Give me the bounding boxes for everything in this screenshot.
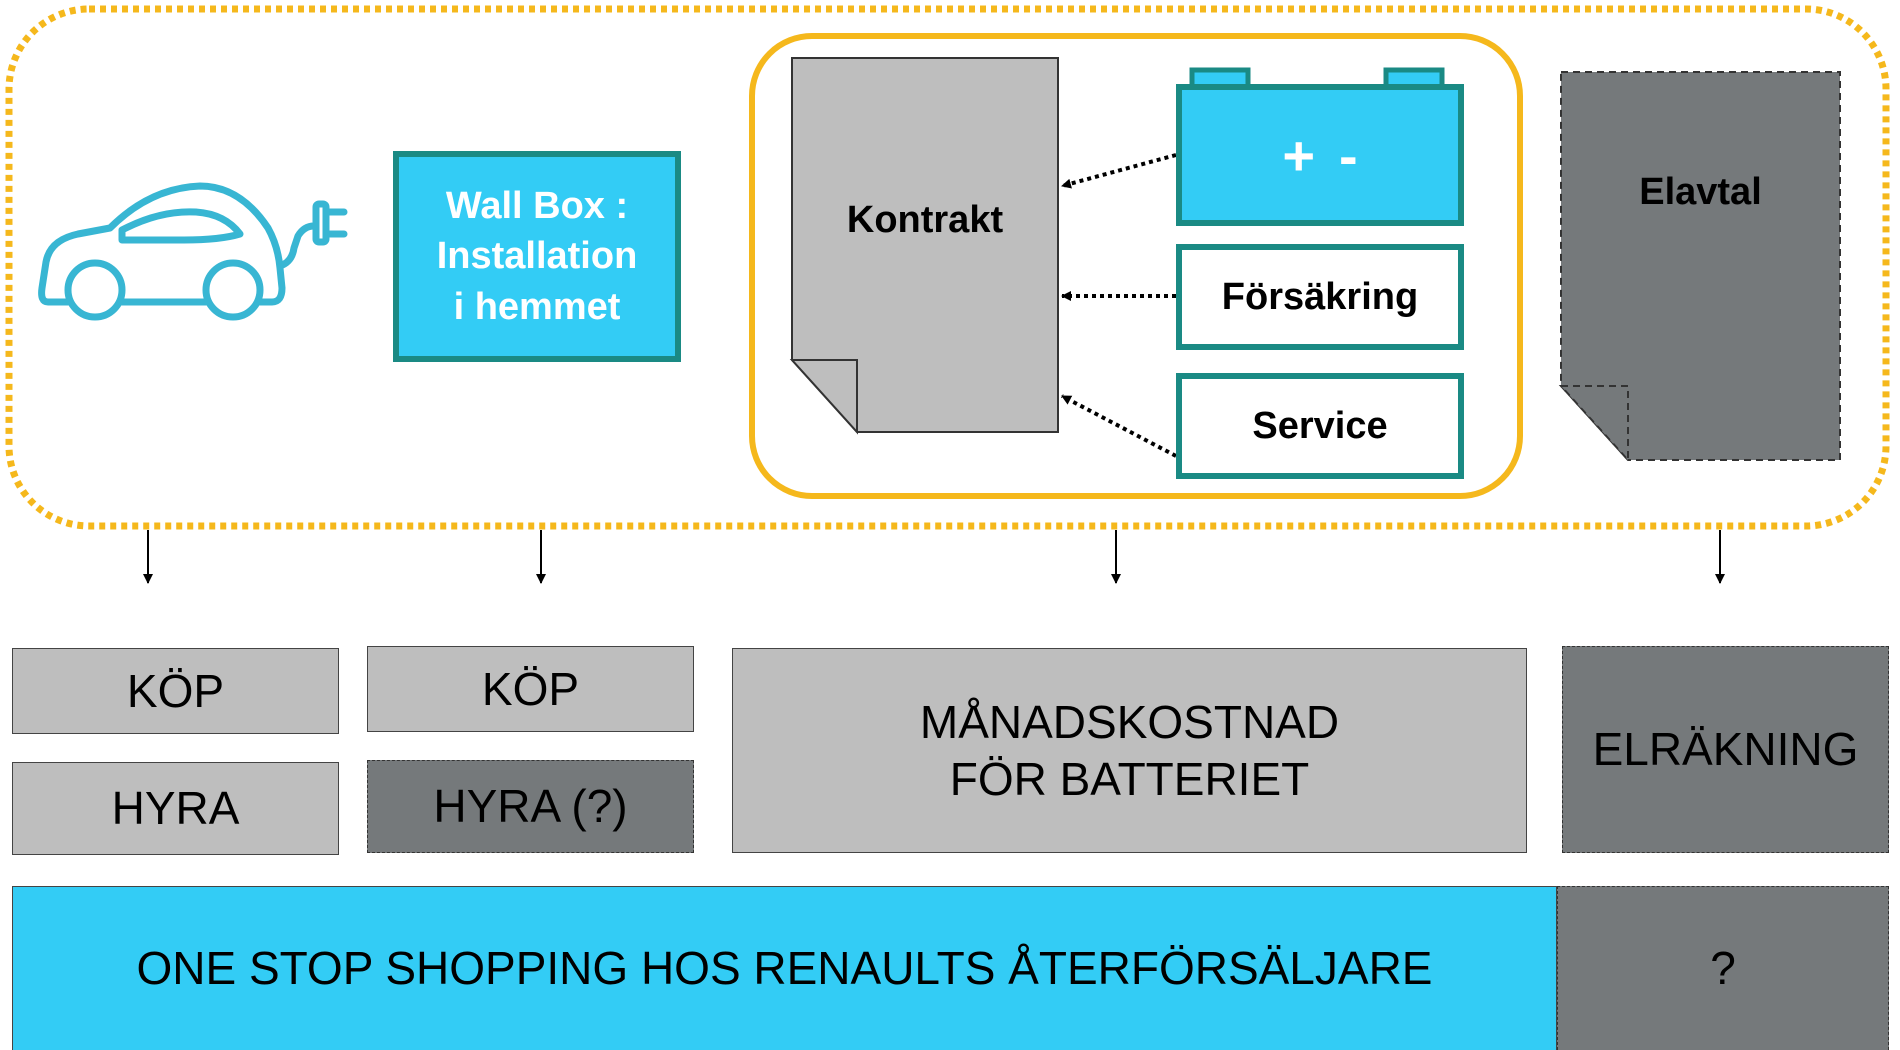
wallbox-hyra-box: HYRA (?) [367,760,694,853]
battery-icon: + - [1176,84,1464,226]
wallbox-box: Wall Box : Installation i hemmet [393,151,681,362]
car-hyra-box: HYRA [12,762,339,855]
wallbox-kop-box: KÖP [367,646,694,732]
kontrakt-fold [789,359,858,435]
elavtal-document [1560,71,1841,461]
elavtal-label: Elavtal [1639,170,1762,213]
arrow-battery-to-kontrakt [1061,153,1177,189]
car-kop-box: KÖP [12,648,339,734]
manadskostnad-box: MÅNADSKOSTNAD FÖR BATTERIET [732,648,1527,853]
wallbox-line2: Installation [436,235,638,278]
kontrakt-label: Kontrakt [846,198,1004,241]
battery-plus: + [1282,123,1316,187]
elrakning-box: ELRÄKNING [1562,646,1889,853]
outer-dotted-outline [5,5,1890,530]
elavtal-fold [1558,385,1629,463]
forsakring-box: Försäkring [1176,244,1464,350]
manadskostnad-line2: FÖR BATTERIET [949,752,1310,805]
electric-car-plug-icon [38,182,348,321]
arrow-service-to-kontrakt [1061,394,1177,458]
kontrakt-document [791,57,1059,433]
unknown-provider-box: ? [1557,886,1889,1050]
manadskostnad-line1: MÅNADSKOSTNAD [919,696,1340,749]
inner-package-outline [749,33,1523,499]
service-box: Service [1176,373,1464,479]
battery-minus: - [1339,123,1358,187]
one-stop-shopping-bar: ONE STOP SHOPPING HOS RENAULTS ÅTERFÖRSÄ… [12,886,1557,1050]
wallbox-line3: i hemmet [453,285,621,328]
wallbox-line1: Wall Box : [445,184,629,227]
